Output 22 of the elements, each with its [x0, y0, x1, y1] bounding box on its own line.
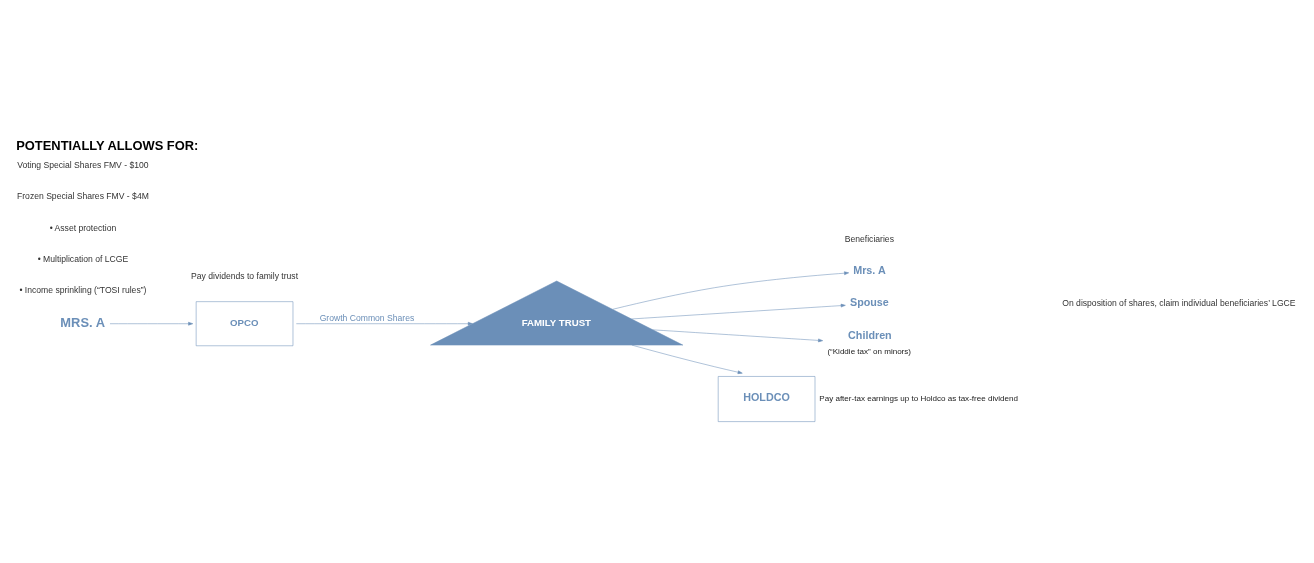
node-box: OPCO: [195, 301, 294, 347]
node-box: HOLDCO: [717, 376, 816, 422]
arrow: [109, 321, 194, 326]
arrow: [631, 303, 846, 320]
arrow: [296, 321, 473, 326]
arrow: [631, 344, 743, 374]
label: Pay dividends to family trust: [191, 270, 299, 281]
label: • Asset protection: [49, 222, 117, 233]
label: • Income sprinkling (“TOSI rules”): [19, 284, 147, 295]
label: Frozen Special Shares FMV - $4M: [17, 191, 149, 202]
node-text: Mrs. A: [853, 263, 886, 276]
diagram-title: POTENTIALLY ALLOWS FOR:: [16, 138, 199, 154]
node-text: MRS. A: [60, 314, 105, 330]
node-text: Spouse: [849, 295, 889, 308]
node-text: Children: [848, 328, 892, 341]
label: • Multiplication of LCGE: [37, 253, 129, 264]
label: Voting Special Shares FMV - $100: [17, 160, 149, 171]
edge-label: Growth Common Shares: [319, 312, 415, 323]
arrow: [652, 329, 823, 343]
arrow: [612, 271, 849, 310]
label: On disposition of shares, claim individual beneficiaries’ LGCE: [1062, 297, 1296, 308]
label: Beneficiaries: [844, 233, 894, 244]
